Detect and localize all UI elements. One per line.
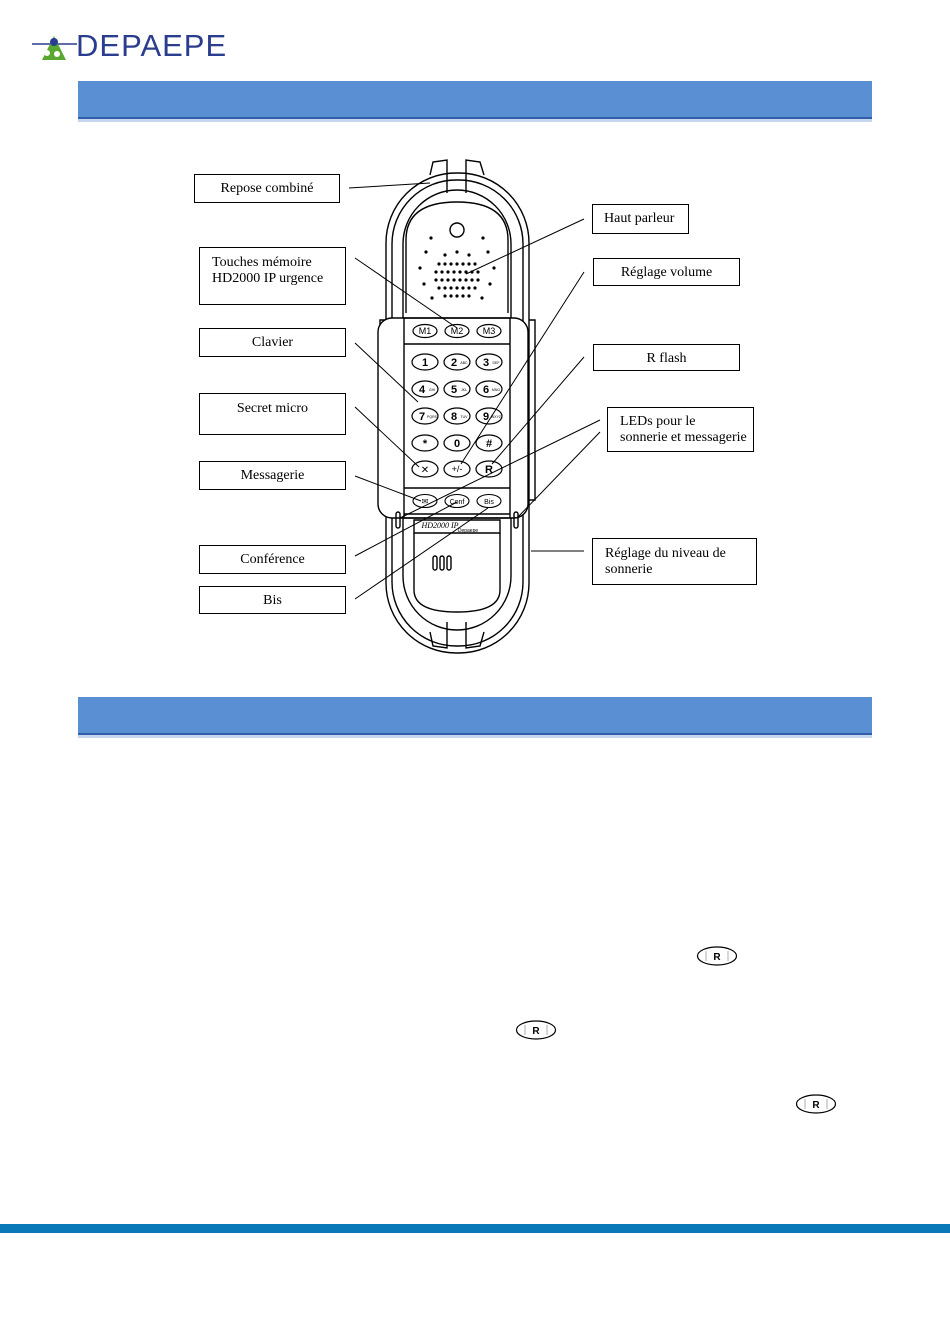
footer-bar xyxy=(0,1224,950,1233)
label-reglage-volume: Réglage volume xyxy=(593,258,740,286)
label-text: Bis xyxy=(263,593,282,608)
label-text: R flash xyxy=(646,351,687,366)
key-digit: * xyxy=(423,438,428,450)
label-bis: Bis xyxy=(199,586,346,614)
section-header-band-2 xyxy=(78,697,872,735)
memory-key-m1[interactable]: M1 xyxy=(412,323,438,339)
key-letters: TUV xyxy=(461,415,469,419)
svg-text:R: R xyxy=(812,1100,820,1111)
label-text: Messagerie xyxy=(240,468,305,483)
label-text: LEDs pour le xyxy=(620,414,696,429)
label-repose-combine: Repose combiné xyxy=(194,174,340,203)
label-text: Clavier xyxy=(251,335,294,350)
label-text: Réglage volume xyxy=(620,265,713,280)
label-haut-parleur: Haut parleur xyxy=(592,204,689,234)
keypad-key[interactable]: * xyxy=(411,434,439,452)
r-button-icon: R xyxy=(515,1020,557,1040)
logo-mark-icon xyxy=(32,36,77,60)
keypad-key[interactable]: 0 xyxy=(443,434,471,452)
memory-key-m2[interactable]: M2 xyxy=(444,323,470,339)
key-digit: 9 xyxy=(483,411,489,423)
logo-text: DEPAEPE xyxy=(76,28,228,63)
key-digit: 8 xyxy=(451,411,457,423)
key-letters: JKL xyxy=(461,388,467,392)
key-digit: 5 xyxy=(451,384,457,396)
depaepe-logo: DEPAEPE xyxy=(32,26,226,70)
key-letters: MNO xyxy=(492,388,500,392)
label-conference: Conférence xyxy=(199,545,346,574)
memory-key-m3[interactable]: M3 xyxy=(476,323,502,339)
key-letters: DEF xyxy=(493,361,500,365)
label-touches-memoire: Touches mémoire HD2000 IP urgence xyxy=(199,247,346,305)
label-text: Repose combiné xyxy=(220,181,314,196)
label-text: HD2000 IP urgence xyxy=(212,271,324,286)
label-text: Haut parleur xyxy=(604,211,675,226)
key-letters: PQRS xyxy=(427,415,438,419)
svg-text:M1: M1 xyxy=(419,326,432,336)
svg-text:Bis: Bis xyxy=(484,499,494,506)
label-text: Réglage du niveau de xyxy=(605,546,726,561)
keypad-key[interactable]: 1 xyxy=(411,353,439,371)
label-leds: LEDs pour le sonnerie et messagerie xyxy=(607,407,754,452)
key-letters: ABC xyxy=(460,361,468,365)
keypad-key[interactable]: 8 TUV xyxy=(443,407,471,425)
key-letters: GHI xyxy=(429,388,435,392)
label-secret-micro: Secret micro xyxy=(199,393,346,435)
r-button-icon: R xyxy=(696,946,738,966)
key-digit: 1 xyxy=(422,357,428,369)
r-flash-key[interactable]: R xyxy=(475,460,503,478)
key-digit: 4 xyxy=(419,384,426,396)
section-header-band-1 xyxy=(78,81,872,119)
envelope-icon: ✉ xyxy=(422,497,429,506)
label-text: Conférence xyxy=(240,552,305,567)
keypad-key[interactable]: 3 DEF xyxy=(475,353,503,371)
label-text: Touches mémoire xyxy=(212,255,312,270)
key-digit: 0 xyxy=(454,438,460,450)
voicemail-key[interactable]: ✉ xyxy=(412,493,438,509)
r-button-icon: R xyxy=(795,1094,837,1114)
label-text: sonnerie xyxy=(605,562,653,577)
label-reglage-sonnerie: Réglage du niveau de sonnerie xyxy=(592,538,757,585)
model-text: HD2000 IP xyxy=(420,521,458,530)
mute-key[interactable]: ✕ xyxy=(411,460,439,478)
svg-text:R: R xyxy=(532,1026,540,1037)
label-text: sonnerie et messagerie xyxy=(620,430,747,445)
label-text: Secret micro xyxy=(236,401,309,416)
svg-text:M2: M2 xyxy=(451,326,464,336)
svg-text:R: R xyxy=(713,952,721,963)
key-digit: 7 xyxy=(419,411,425,423)
key-digit: 2 xyxy=(451,357,457,369)
label-clavier: Clavier xyxy=(199,328,346,357)
label-r-flash: R flash xyxy=(593,344,740,371)
key-digit: 3 xyxy=(483,357,489,369)
redial-key[interactable]: Bis xyxy=(476,493,502,509)
key-letters: WXYZ xyxy=(491,415,502,419)
svg-text:+/-: +/- xyxy=(452,464,463,474)
mute-icon: ✕ xyxy=(421,465,429,476)
key-digit: # xyxy=(486,438,492,450)
keypad-key[interactable]: # xyxy=(475,434,503,452)
label-messagerie: Messagerie xyxy=(199,461,346,490)
volume-key[interactable]: +/- xyxy=(443,460,471,478)
svg-text:R: R xyxy=(485,464,493,476)
key-digit: 6 xyxy=(483,384,489,396)
svg-text:M3: M3 xyxy=(483,326,496,336)
maker-text: Depaepe xyxy=(458,528,479,534)
keypad-key[interactable]: 5 JKL xyxy=(443,380,471,398)
